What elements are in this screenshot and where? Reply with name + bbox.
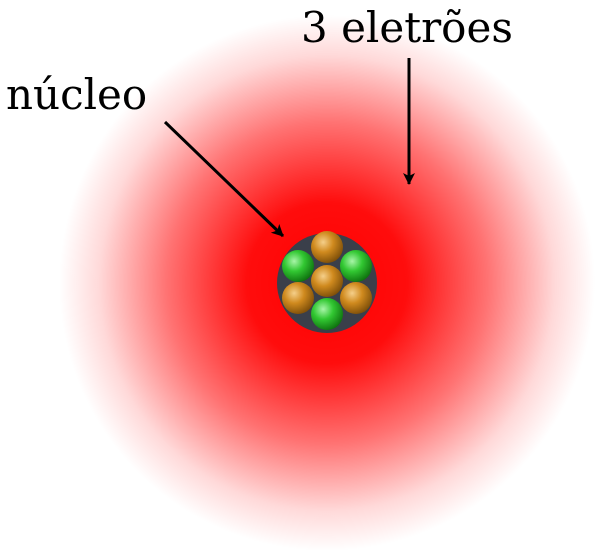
proton	[282, 250, 314, 282]
electrons-label: 3 eletrões	[301, 3, 513, 52]
nucleus-arrow	[163, 120, 285, 238]
neutron	[282, 282, 314, 314]
nucleus	[277, 231, 377, 333]
proton	[311, 298, 343, 330]
neutron	[311, 231, 343, 263]
proton	[340, 250, 372, 282]
neutron	[340, 282, 372, 314]
neutron	[311, 265, 343, 297]
nucleus-label: núcleo	[6, 70, 147, 119]
